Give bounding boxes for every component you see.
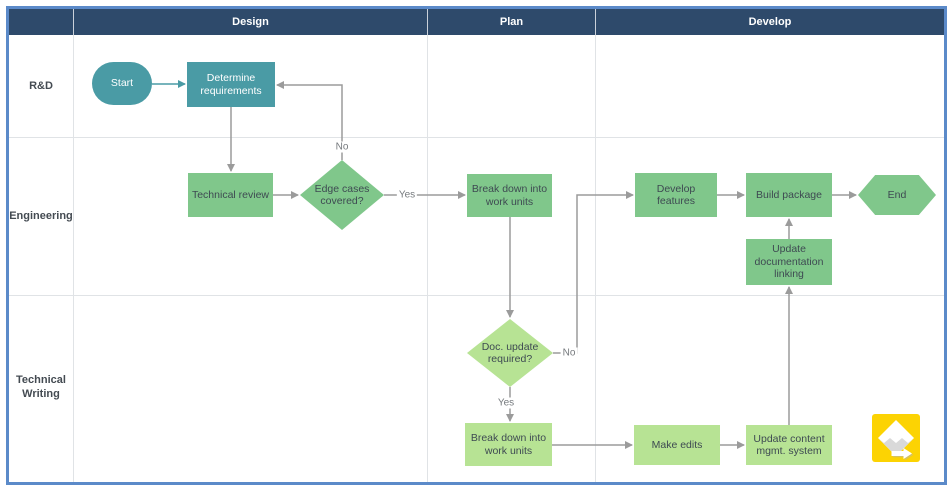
node-doc-update-required: Doc. update required?	[467, 319, 553, 387]
node-update-content-mgmt-system: Update content mgmt. system	[746, 425, 832, 465]
lane-label-engineering: Engineering	[9, 210, 73, 222]
edge-label-yes: Yes	[495, 397, 517, 409]
flowchart-canvas: Design Plan Develop R&D Engineering Tech…	[6, 6, 947, 485]
phase-header-develop: Develop	[595, 9, 944, 35]
lucidchart-logo[interactable]	[872, 414, 920, 462]
phase-header-plan: Plan	[427, 9, 595, 35]
node-build-package: Build package	[746, 173, 832, 217]
grid-line-horizontal	[9, 137, 944, 138]
node-end: End	[858, 175, 936, 215]
edge-label-yes: Yes	[396, 189, 418, 201]
phase-header-empty	[9, 9, 73, 35]
phase-header-design: Design	[73, 9, 427, 35]
grid-line-vertical	[595, 35, 596, 482]
lane-label-technical-writing: Technical Writing	[16, 374, 66, 400]
node-break-down-work-units-tw: Break down into work units	[465, 423, 552, 466]
node-start: Start	[92, 62, 152, 105]
node-technical-review: Technical review	[188, 173, 273, 217]
edge-label-no: No	[333, 141, 351, 153]
node-determine-requirements: Determine requirements	[187, 62, 275, 107]
grid-line-vertical	[427, 35, 428, 482]
node-develop-features: Develop features	[635, 173, 717, 217]
edge-label-no: No	[560, 347, 578, 359]
node-edge-cases-covered: Edge cases covered?	[300, 160, 384, 230]
node-break-down-work-units-eng: Break down into work units	[467, 174, 552, 217]
grid-line-vertical	[73, 35, 74, 482]
grid-line-horizontal	[9, 295, 944, 296]
node-make-edits: Make edits	[634, 425, 720, 465]
lane-label-rnd: R&D	[29, 80, 53, 92]
phase-header-row: Design Plan Develop	[9, 9, 944, 35]
node-update-documentation-linking: Update documentation linking	[746, 239, 832, 285]
